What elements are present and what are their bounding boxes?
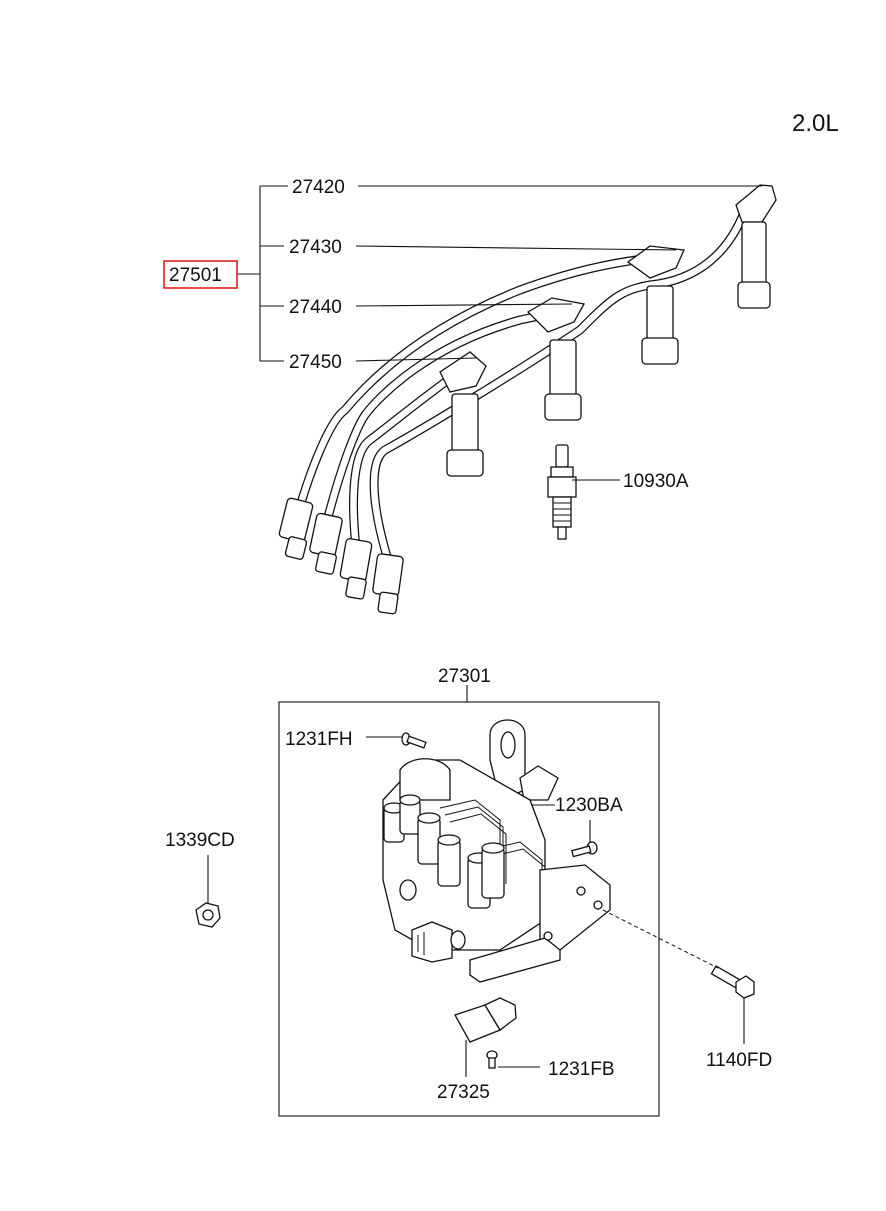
nut-1339CD xyxy=(195,902,221,928)
part-label-27501[interactable]: 27501 xyxy=(169,265,222,286)
bolt-1140FD xyxy=(710,965,755,999)
part-label-27420[interactable]: 27420 xyxy=(292,177,345,198)
coil-towers xyxy=(383,794,505,909)
spark-plug xyxy=(547,444,577,540)
highlight-box xyxy=(163,260,238,289)
engine-label: 2.0L xyxy=(792,110,839,137)
cable-leader-lines xyxy=(237,185,762,481)
bracket-27325 xyxy=(454,997,517,1043)
ignition-cable-set xyxy=(278,184,777,615)
screw-1230BA xyxy=(571,841,598,858)
part-label-27440[interactable]: 27440 xyxy=(289,297,342,318)
screw-1231FB xyxy=(486,1050,498,1069)
part-label-27450[interactable]: 27450 xyxy=(289,352,342,373)
part-label-1231FB[interactable]: 1231FB xyxy=(548,1059,615,1080)
ignition-coil xyxy=(382,719,611,983)
part-label-1231FH[interactable]: 1231FH xyxy=(285,729,353,750)
part-label-1230BA[interactable]: 1230BA xyxy=(555,795,623,816)
part-label-1339CD[interactable]: 1339CD xyxy=(165,830,235,851)
part-label-27301[interactable]: 27301 xyxy=(438,666,491,687)
part-label-27430[interactable]: 27430 xyxy=(289,237,342,258)
fasteners xyxy=(195,732,755,1069)
part-label-1140FD[interactable]: 1140FD xyxy=(706,1050,772,1071)
coil-assembly-frame xyxy=(278,701,660,1117)
spark-plug-boots xyxy=(439,184,777,477)
part-label-10930A[interactable]: 10930A xyxy=(623,471,689,492)
screw-1231FH xyxy=(401,732,427,749)
cable-end-connectors xyxy=(278,497,404,615)
part-label-27325[interactable]: 27325 xyxy=(437,1082,490,1103)
coil-leader-lines xyxy=(207,736,745,1077)
